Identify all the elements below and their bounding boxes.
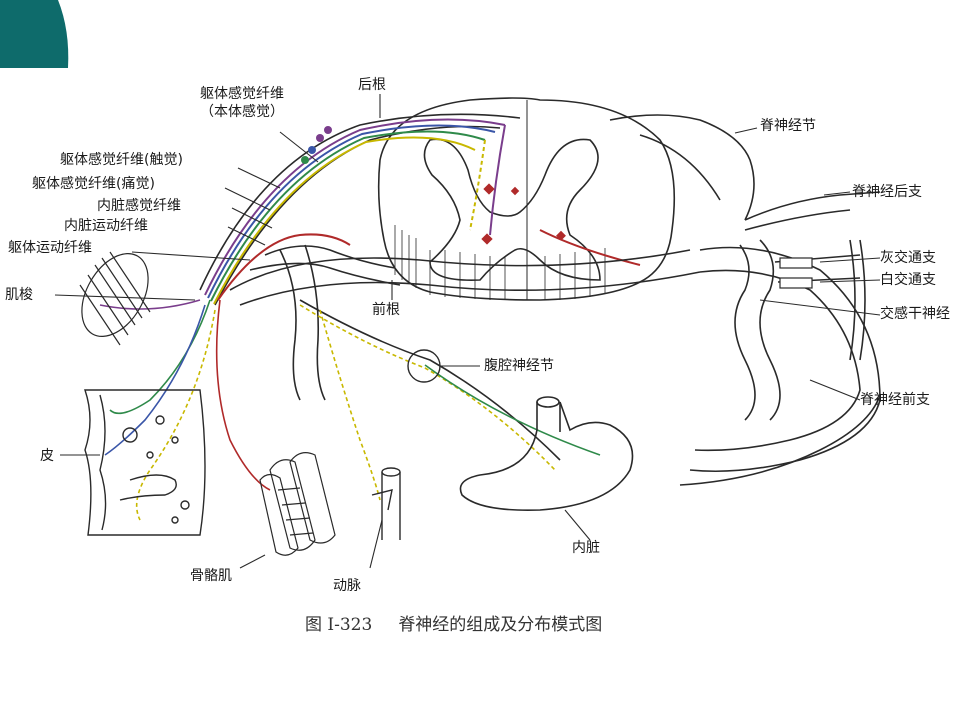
artery-shape bbox=[371, 467, 401, 540]
muscle-spindle-shape bbox=[79, 251, 151, 346]
label-anterior-branch: 脊神经前支 bbox=[860, 392, 930, 408]
fiber-bundle bbox=[204, 118, 641, 305]
label-skeletal-muscle: 骨骼肌 bbox=[190, 568, 232, 584]
label-visceral-sensory: 内脏感觉纤维 bbox=[97, 198, 181, 214]
label-gray-ramus: 灰交通支 bbox=[880, 250, 936, 266]
spinal-nerve-rami bbox=[229, 191, 881, 486]
figure-title: 脊神经的组成及分布模式图 bbox=[398, 615, 603, 635]
label-white-ramus: 白交通支 bbox=[880, 272, 936, 288]
label-sympathetic-trunk: 交感干神经 bbox=[880, 306, 950, 322]
label-anterior-root: 前根 bbox=[372, 302, 400, 318]
posterior-root bbox=[199, 113, 755, 306]
corner-decoration bbox=[0, 0, 69, 68]
leader-lines bbox=[54, 94, 881, 569]
label-muscle-spindle: 肌梭 bbox=[5, 287, 33, 303]
label-viscera: 内脏 bbox=[572, 540, 600, 556]
celiac-ganglion-shape bbox=[407, 349, 441, 383]
fiber-terminals bbox=[301, 126, 566, 245]
label-artery: 动脉 bbox=[333, 578, 361, 594]
skin-shape bbox=[84, 389, 206, 536]
label-skin: 皮 bbox=[40, 448, 54, 464]
peripheral-fibers bbox=[99, 299, 601, 521]
label-posterior-root: 后根 bbox=[358, 77, 386, 93]
label-visceral-motor: 内脏运动纤维 bbox=[64, 218, 148, 234]
spinal-cord bbox=[377, 97, 676, 301]
skeletal-muscle-shape bbox=[259, 452, 336, 556]
label-somatic-sensory-pain: 躯体感觉纤维(痛觉) bbox=[32, 176, 155, 192]
label-spinal-ganglion: 脊神经节 bbox=[760, 118, 816, 134]
viscera-shape bbox=[459, 396, 634, 512]
figure-number: 图 Ⅰ-323 bbox=[305, 615, 373, 635]
label-somatic-sensory-proprio-sub: （本体感觉） bbox=[200, 104, 284, 120]
label-somatic-motor: 躯体运动纤维 bbox=[8, 240, 92, 256]
figure-caption: 图 Ⅰ-323 脊神经的组成及分布模式图 bbox=[305, 610, 628, 635]
label-somatic-sensory-proprio: 躯体感觉纤维 bbox=[200, 86, 284, 102]
anterior-root bbox=[249, 244, 401, 401]
label-somatic-sensory-touch: 躯体感觉纤维(触觉) bbox=[60, 152, 183, 168]
label-posterior-branch: 脊神经后支 bbox=[852, 184, 922, 200]
sympathetic-trunk bbox=[734, 239, 866, 421]
label-celiac-ganglion: 腹腔神经节 bbox=[484, 358, 554, 374]
